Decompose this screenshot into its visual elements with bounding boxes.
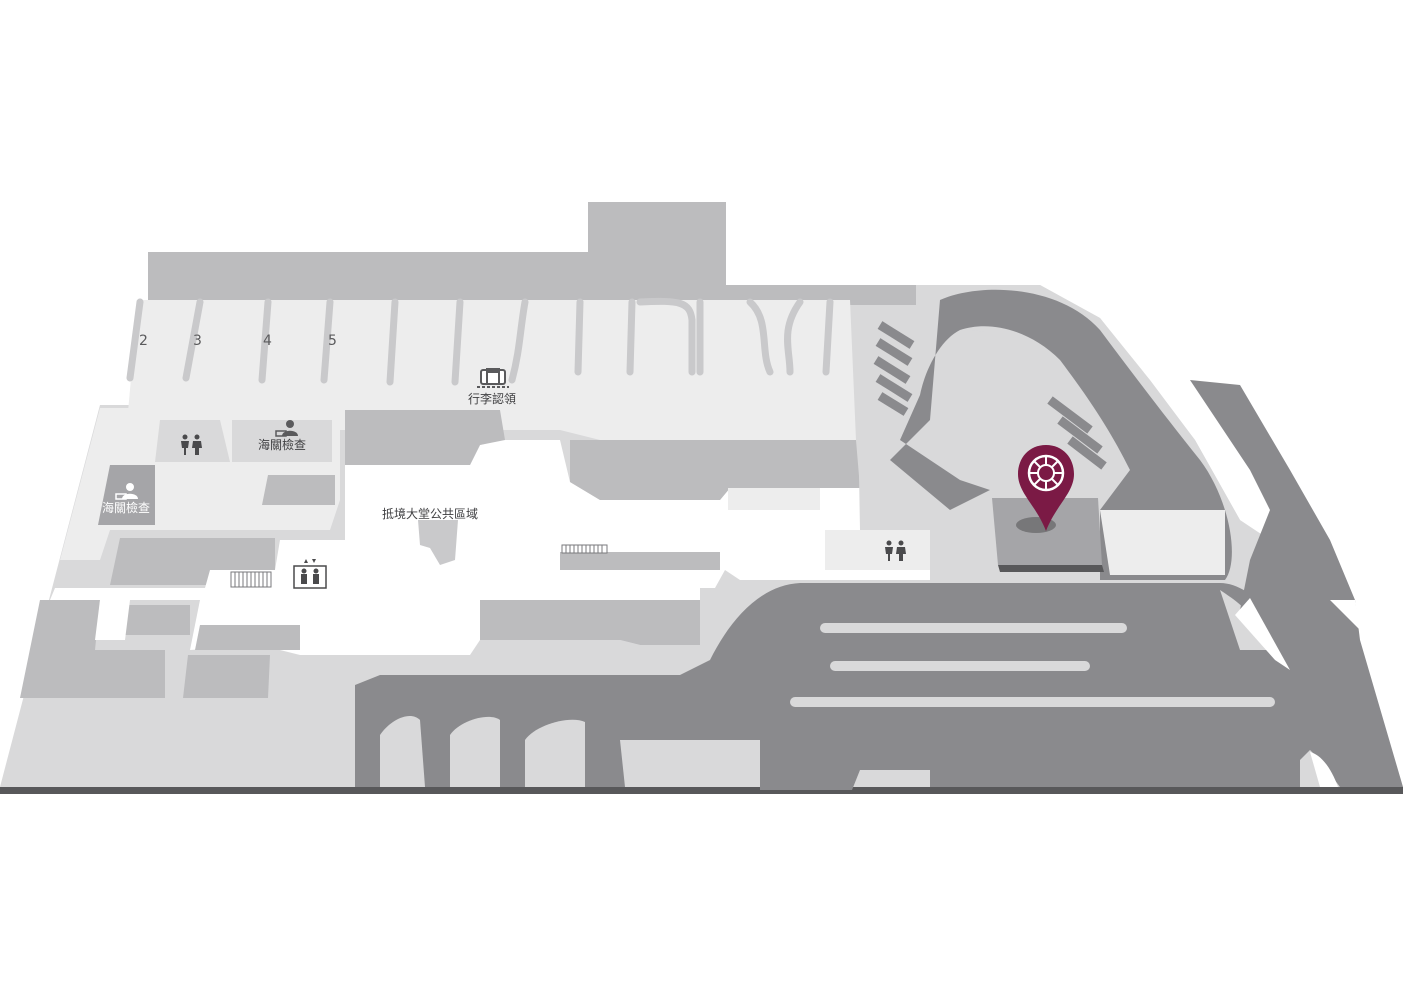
- escalator-2: [561, 544, 608, 554]
- ramp-island-2: [1310, 752, 1338, 787]
- location-building-front: [998, 565, 1104, 572]
- restroom-room-east: [825, 530, 930, 570]
- customs-officer-icon: [272, 419, 306, 437]
- west-dark-1: [262, 475, 335, 505]
- elevator-icon: [292, 558, 328, 590]
- map-base-edge: [0, 787, 1403, 794]
- hall-block-e: [195, 625, 300, 650]
- arrival-hall-label: 抵境大堂公共區域: [382, 507, 479, 521]
- baggage-icon: [475, 368, 511, 390]
- road-islands: [380, 715, 760, 787]
- escalator-1: [230, 571, 272, 588]
- baggage-claim-label: 行李認領: [468, 392, 517, 406]
- ramp-island: [1235, 598, 1290, 670]
- east-ramp: [1190, 380, 1403, 787]
- gate-number-2: 2: [139, 333, 148, 349]
- east-curb: [1100, 510, 1225, 575]
- southwest-block-1: [20, 600, 165, 698]
- parking-stripes: [873, 321, 1107, 470]
- north-wall: [148, 202, 916, 305]
- hall-block-f: [728, 488, 820, 510]
- road-medians: [790, 623, 1275, 707]
- main-road: [355, 583, 1400, 790]
- southwest-block-2: [183, 655, 270, 698]
- arrival-hall-floor: [50, 440, 930, 655]
- hall-block-a: [345, 410, 505, 465]
- gate-lanes: [126, 297, 834, 386]
- customs-officer-icon: [112, 482, 146, 500]
- gate-number-5: 5: [328, 333, 337, 349]
- southwest-block-3: [120, 605, 190, 635]
- kiosk-island: [418, 520, 458, 565]
- east-bus-lane: [890, 289, 1232, 580]
- gate-number-3: 3: [193, 333, 202, 349]
- customs-room-1: [155, 420, 230, 462]
- hall-block-c: [560, 552, 720, 570]
- hall-block-d: [480, 600, 700, 645]
- customs-label-1: 海關檢查: [258, 438, 307, 452]
- restroom-icon: [176, 434, 206, 456]
- location-pin-icon[interactable]: [1014, 443, 1078, 535]
- hall-block-b: [570, 440, 860, 500]
- customs-room-3: [232, 420, 332, 462]
- gate-number-4: 4: [263, 333, 272, 349]
- customs-label-2: 海關檢查: [102, 501, 151, 515]
- restroom-icon: [880, 540, 910, 562]
- east-island: [964, 330, 985, 370]
- ramp-island-3: [1330, 600, 1360, 630]
